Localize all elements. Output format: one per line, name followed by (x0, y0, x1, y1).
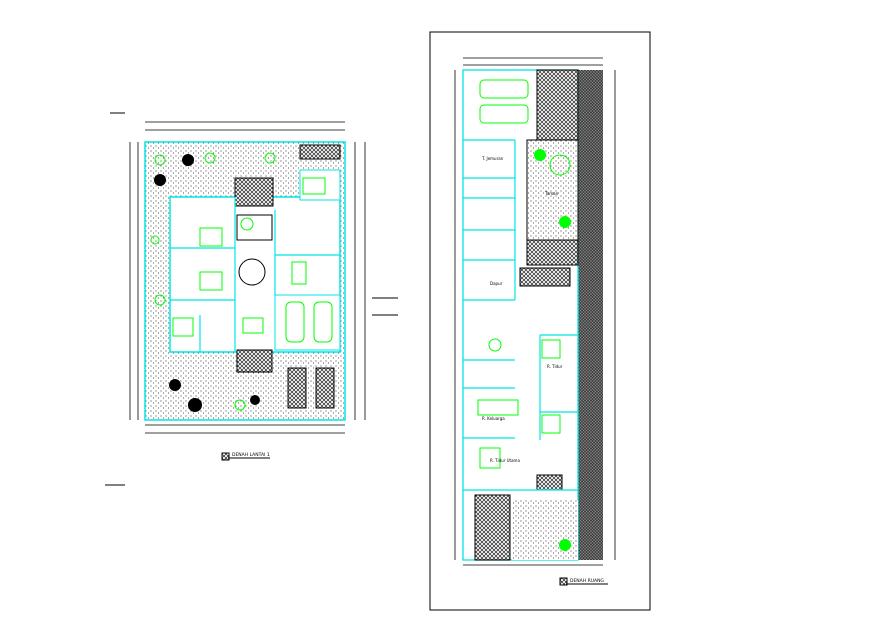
furniture (172, 177, 326, 337)
room-label: Taman (544, 191, 559, 196)
svg-text:DENAH LANTAI 1: DENAH LANTAI 1 (232, 452, 270, 458)
car-icon (313, 301, 333, 343)
room (299, 169, 341, 201)
room-label: R. Keluarga (482, 416, 505, 421)
car-icon (285, 301, 305, 343)
furniture (477, 154, 571, 469)
parking-pad (315, 367, 335, 409)
room-label: T. Jemuran (481, 156, 504, 161)
right-floor-plan: T. Jemuran Dapur R. Keluarga R. Tidur Ut… (429, 31, 651, 611)
plants (154, 154, 260, 412)
hatched-area (299, 144, 341, 160)
plants (534, 149, 571, 551)
sheet-frame (429, 31, 651, 611)
garden (512, 500, 578, 560)
left-plan-title: DENAH LANTAI 1 (221, 452, 270, 461)
hatched-area (234, 177, 274, 207)
hatched-area (536, 69, 579, 141)
parking-pad (287, 367, 307, 409)
hatched-area (474, 494, 511, 561)
svg-text:DENAH RUANG: DENAH RUANG (570, 578, 604, 584)
hatched-area (526, 239, 579, 266)
room-label: R. Tidur Utama (490, 458, 520, 463)
left-floor-plan: DENAH LANTAI 1 (105, 112, 398, 486)
right-plan-title: DENAH RUANG (559, 577, 608, 586)
dimension-lines (129, 121, 366, 434)
road-strip (578, 70, 603, 560)
room-label: R. Tidur (547, 364, 563, 369)
interior-walls (170, 197, 340, 352)
interior-walls (463, 139, 578, 491)
cars (479, 79, 529, 124)
room-label: Dapur (490, 281, 503, 286)
round-table (238, 258, 266, 286)
shrubs (150, 152, 276, 411)
hatched-area (236, 349, 273, 373)
hatched-area (536, 474, 563, 491)
hatched-area (519, 267, 571, 287)
